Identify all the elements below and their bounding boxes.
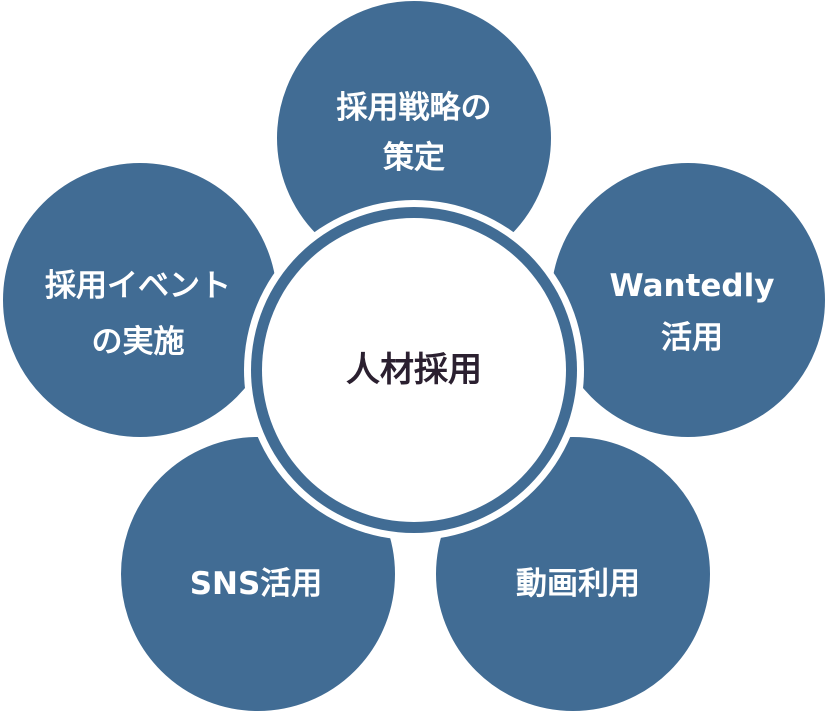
node-event: 採用イベント の実施	[0, 157, 283, 443]
node-label: の実施	[92, 324, 185, 360]
node-label: 策定	[383, 140, 445, 176]
center-label: 人材採用	[346, 350, 482, 390]
node-label: SNS活用	[190, 566, 323, 602]
node-wantedly: Wantedly 活用	[545, 157, 828, 443]
center-node: 人材採用	[244, 200, 584, 540]
node-label: Wantedly	[610, 268, 775, 304]
node-label: 採用イベント	[45, 268, 231, 304]
node-label: 活用	[661, 320, 723, 356]
node-strategy: 採用戦略の 策定	[271, 0, 557, 281]
node-label: 採用戦略の	[337, 90, 492, 126]
node-label: 動画利用	[516, 566, 640, 602]
